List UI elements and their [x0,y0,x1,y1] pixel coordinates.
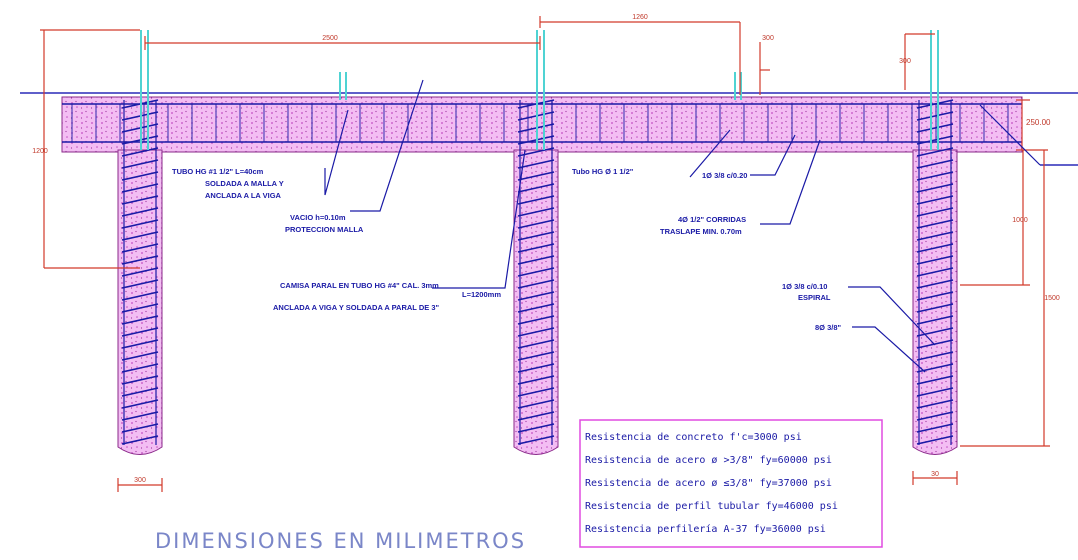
svg-text:PROTECCION MALLA: PROTECCION MALLA [285,225,364,234]
dim-2500: 2500 [322,35,338,42]
svg-text:VACIO h=0.10m: VACIO h=0.10m [290,213,346,222]
annotation-vacio: VACIO h=0.10m PROTECCION MALLA [285,213,364,234]
dim-250: 250.00 [1026,118,1051,127]
annotation-long-bars: 8Ø 3/8" [815,323,842,332]
spec-line-2: Resistencia de acero ø >3/8" fy=60000 ps… [585,455,832,466]
annotation-espiral: 1Ø 3/8 c/0.10 ESPIRAL [782,282,831,302]
specifications-box: Resistencia de concreto f'c=3000 psi Res… [579,419,883,548]
svg-text:4Ø 1/2" CORRIDAS: 4Ø 1/2" CORRIDAS [678,215,746,224]
dim-1260: 1260 [632,14,648,21]
dim-300-right: 300 [899,58,911,65]
dimension-lines [40,16,1050,492]
annotation-tubo-hg-mid: Tubo HG Ø 1 1/2" [572,167,634,176]
svg-text:ANCLADA A VIGA Y SOLDADA A PAR: ANCLADA A VIGA Y SOLDADA A PARAL DE 3" [273,303,440,312]
svg-text:L=1200mm: L=1200mm [462,290,501,299]
annotation-corridas: 4Ø 1/2" CORRIDAS TRASLAPE MIN. 0.70m [660,215,746,236]
dim-300-base: 300 [134,477,146,484]
svg-text:ANCLADA A LA VIGA: ANCLADA A LA VIGA [205,191,282,200]
dim-1200: 1200 [32,148,48,155]
svg-text:1Ø 3/8 c/0.10: 1Ø 3/8 c/0.10 [782,282,827,291]
svg-text:CAMISA PARAL EN TUBO HG #4" CA: CAMISA PARAL EN TUBO HG #4" CAL. 3mm [280,281,439,290]
dim-1500: 1500 [1044,295,1060,302]
dim-30: 30 [931,471,939,478]
annotation-bar-38-020: 1Ø 3/8 c/0.20 [702,171,747,180]
spec-line-4: Resistencia de perfil tubular fy=46000 p… [585,501,838,512]
dim-300-top: 300 [762,35,774,42]
svg-text:ESPIRAL: ESPIRAL [798,293,831,302]
annotation-tubo-hg-112: TUBO HG #1 1/2" L=40cm SOLDADA A MALLA Y… [172,167,284,200]
units-caption: DIMENSIONES EN MILIMETROS [155,529,526,553]
svg-text:TRASLAPE MIN. 0.70m: TRASLAPE MIN. 0.70m [660,227,742,236]
leader-lines [324,79,1041,373]
column-spiral-reinforcement [121,99,954,445]
svg-text:TUBO HG #1 1/2" L=40cm: TUBO HG #1 1/2" L=40cm [172,167,264,176]
column-spiral [916,99,954,445]
annotation-camisa: CAMISA PARAL EN TUBO HG #4" CAL. 3mm L=1… [273,281,501,312]
steel-tubes [140,30,939,150]
svg-text:SOLDADA A MALLA Y: SOLDADA A MALLA Y [205,179,284,188]
dim-1000: 1000 [1012,217,1028,224]
spec-line-1: Resistencia de concreto f'c=3000 psi [585,432,802,443]
spec-line-5: Resistencia perfilería A-37 fy=36000 psi [585,523,826,535]
spec-line-3: Resistencia de acero ø ≤3/8" fy=37000 ps… [585,478,832,489]
concrete-beam [61,96,1023,153]
